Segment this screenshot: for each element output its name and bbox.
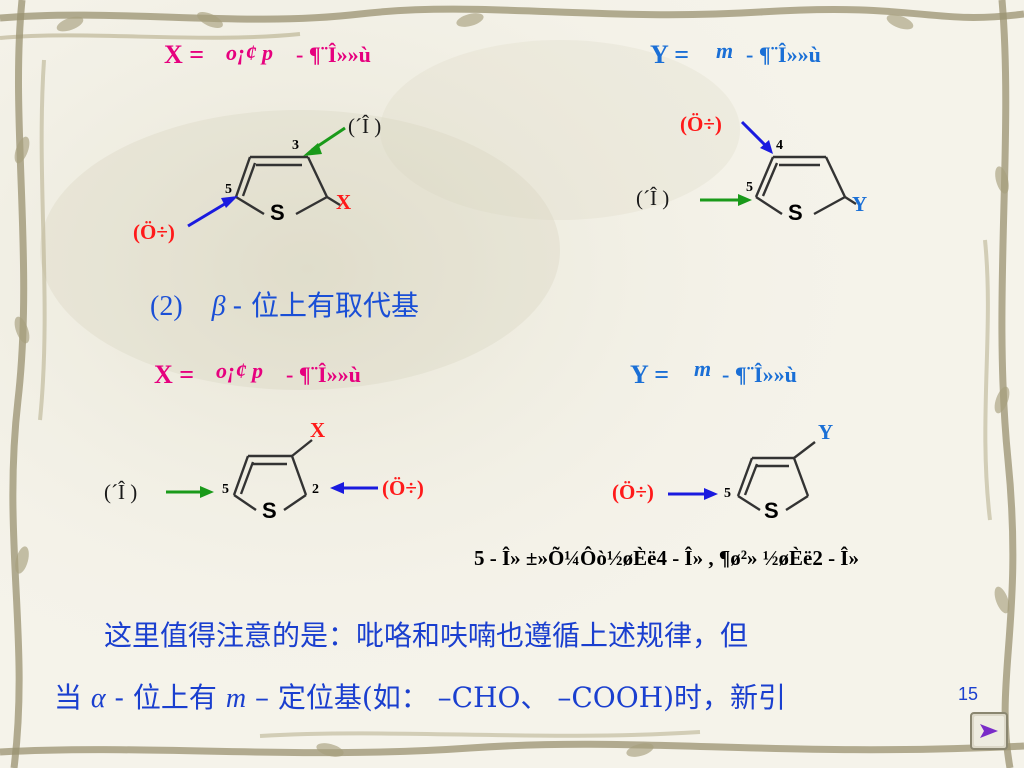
bottom-right-blue-arrowhead: [704, 488, 718, 500]
bottom-right-position-5: 5: [724, 486, 731, 501]
paragraph-line-1: 这里值得注意的是：吡咯和呋喃也遵循上述规律，但: [104, 619, 749, 652]
top-right-green-arrowhead: [738, 194, 752, 206]
bottom-right-orientation-text: - ¶¨Î»»ù: [722, 362, 797, 387]
top-left-position-3: 3: [292, 138, 299, 153]
top-left-x-equals: X =: [164, 40, 205, 69]
paragraph-line-2-end: – 定位基(如： –CHO、 –COOH)时，新引: [254, 681, 787, 714]
bottom-right-y-equals: Y =: [630, 360, 670, 389]
page-number: 15: [958, 684, 979, 704]
top-left-position-5: 5: [225, 182, 232, 197]
top-right-orientation-italic: m: [716, 38, 734, 63]
top-left-blue-arrow: [187, 200, 229, 228]
top-left-substituent: X: [336, 190, 352, 214]
section-number: (2): [150, 291, 183, 322]
bottom-left-position-2: 2: [312, 482, 319, 497]
top-right-position-5: 5: [746, 180, 753, 195]
top-right-position-4: 4: [776, 138, 783, 153]
bottom-left-orientation-italic: o¡¢ p: [216, 358, 264, 383]
top-left-green-arrowhead: [303, 143, 322, 156]
top-left-orientation-text: - ¶¨Î»»ù: [296, 42, 371, 67]
bottom-left-blue-arrowhead: [330, 482, 344, 494]
bottom-right-sulfur: S: [764, 498, 779, 523]
bottom-left-substituent: X: [310, 418, 326, 442]
next-slide-button[interactable]: [970, 712, 1008, 750]
top-left-orientation-italic: o¡¢ p: [226, 40, 274, 65]
top-right-y-equals: Y =: [650, 40, 690, 69]
section-text: - 位上有取代基: [232, 289, 419, 322]
top-right-orientation-text: - ¶¨Î»»ù: [746, 42, 821, 67]
top-right-sulfur: S: [788, 200, 803, 225]
paragraph-line-2-mid: - 位上有: [114, 681, 217, 714]
next-arrow-icon: [970, 712, 1008, 750]
bottom-right-note: 5 - Î» ±»Õ¼Ôò½øÈë4 - Î» , ¶ø²» ½øÈë2 - Î…: [474, 546, 859, 570]
bottom-right-orientation-italic: m: [694, 356, 712, 381]
paragraph-line-2-start: 当: [54, 681, 83, 714]
section-heading: (2) β - 位上有取代基: [150, 284, 419, 324]
top-right-blue-arrowhead: [760, 140, 773, 154]
bottom-left-orientation-text: - ¶¨Î»»ù: [286, 362, 361, 387]
beta-symbol: β: [211, 291, 226, 322]
m-symbol: m: [225, 683, 247, 714]
alpha-symbol: α: [90, 683, 106, 714]
top-right-main-label: (Ö÷): [680, 112, 722, 136]
top-right-blue-arrow: [740, 120, 768, 148]
bottom-right-substituent: Y: [818, 420, 834, 444]
top-left-blue-arrowhead: [221, 196, 238, 208]
paragraph-line-2: 当 α - 位上有 m – 定位基(如： –CHO、 –COOH)时，新引: [54, 676, 786, 716]
bottom-left-sulfur: S: [262, 498, 277, 523]
bottom-left-secondary-label: (´Î ): [104, 480, 138, 504]
top-left-sulfur: S: [270, 200, 285, 225]
top-left-main-label: (Ö÷): [133, 220, 175, 244]
bottom-left-main-label: (Ö÷): [382, 476, 424, 500]
bottom-left-position-5: 5: [222, 482, 229, 497]
top-right-secondary-label: (´Î ): [636, 186, 670, 210]
bottom-left-x-equals: X =: [154, 360, 195, 389]
bottom-left-green-arrowhead: [200, 486, 214, 498]
bottom-right-main-label: (Ö÷): [612, 480, 654, 504]
top-left-secondary-label: (´Î ): [348, 114, 382, 138]
top-right-substituent: Y: [852, 192, 868, 216]
